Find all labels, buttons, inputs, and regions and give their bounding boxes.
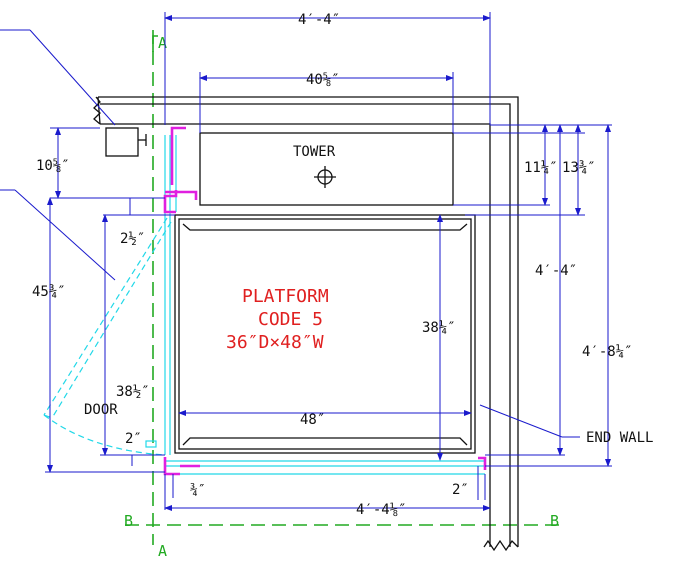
dim-bottom-width: 4′-4⅛″ [356, 502, 407, 518]
dim-right-height: 4′-4″ [535, 263, 577, 279]
dim-tower-offset: 10⅝″ [36, 158, 70, 174]
dim-left-gap: 2½″ [120, 231, 145, 247]
platform [174, 214, 476, 454]
dim-right-a: 11¼″ [524, 160, 558, 176]
wall-box [105, 127, 147, 157]
dim-tower-width: 40⅝″ [306, 72, 340, 88]
section-b-right-label: B [550, 512, 559, 530]
dim-platform-width: 48″ [300, 412, 325, 428]
dim-bottom-left-gap: 2″ [125, 431, 142, 447]
end-wall-label: END WALL [586, 430, 653, 446]
dim-inner-height: 38¼″ [422, 320, 456, 336]
platform-label-line1: PLATFORM [242, 286, 329, 307]
dim-right-b: 13¾″ [562, 160, 596, 176]
dim-overall-height: 4′-8¼″ [582, 344, 633, 360]
tower [199, 132, 454, 206]
section-a-bottom-label: A [158, 542, 167, 560]
tower-label: TOWER [293, 144, 336, 160]
dim-bottom-right-gap: 2″ [452, 482, 469, 498]
platform-label-line3: 36″D×48″W [226, 332, 324, 353]
dim-overall-width: 4′-4″ [298, 12, 340, 28]
section-b-left-label: B [124, 512, 133, 530]
section-line-a [152, 30, 158, 545]
door-swing [43, 217, 172, 456]
section-a-top-label: A [158, 34, 167, 52]
dim-left-height: 45¾″ [32, 284, 66, 300]
platform-label-line2: CODE 5 [258, 309, 323, 330]
brackets [163, 126, 487, 476]
dim-door-width: 38½″ [116, 384, 150, 400]
dim-bottom-quarter: ¾″ [190, 483, 206, 498]
door-label: DOOR [84, 402, 118, 418]
door-rail [145, 135, 485, 475]
